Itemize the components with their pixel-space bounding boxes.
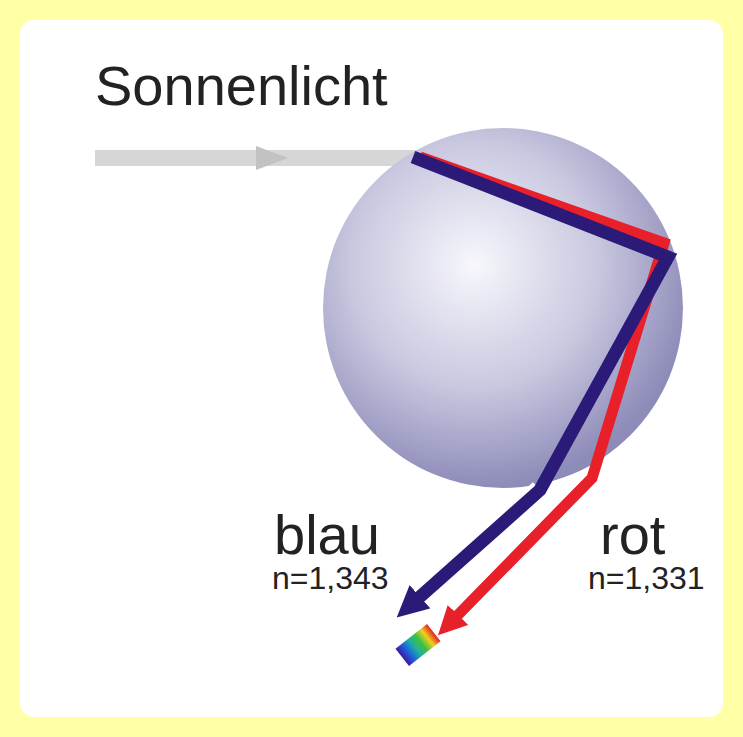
spectrum-patch: [395, 624, 440, 666]
beam-label: Sonnenlicht: [95, 58, 388, 114]
white-panel: [20, 20, 723, 717]
sunlight-arrowhead: [256, 146, 288, 170]
color-label: rot: [600, 507, 665, 563]
color-label: blau: [274, 507, 380, 563]
blue-ray: [413, 157, 668, 603]
index-label: n=1,331: [588, 562, 705, 594]
index-label: n=1,343: [272, 562, 389, 594]
